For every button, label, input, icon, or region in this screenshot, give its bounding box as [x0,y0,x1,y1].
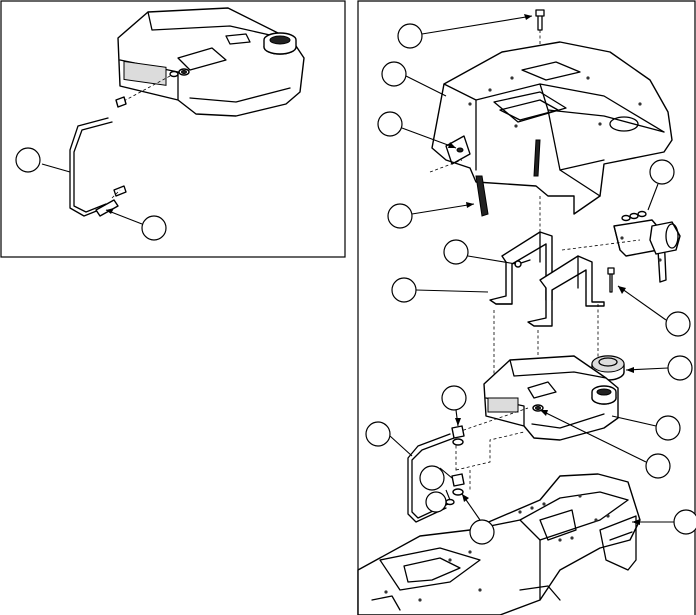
chassis-frame [357,473,641,615]
side-bolt [607,267,615,293]
callout-m3 [377,111,457,149]
main-exploded-view [357,0,696,615]
callout-m6 [391,277,489,303]
callout-m10 [611,415,681,441]
detail-inset-frame [0,0,346,258]
callout-m4 [387,202,475,229]
callout-m15 [419,465,453,491]
callout-m2 [381,61,447,97]
detail-fuel-tank [117,7,305,117]
callout-m9 [625,355,693,381]
support-bracket-right [527,255,605,327]
hose-fitting-upper [451,425,465,446]
callout-m1 [397,14,533,49]
callout-m11 [539,409,671,479]
callout-m14 [365,421,413,457]
detail-inset [0,0,346,258]
bracket-screw [514,259,531,268]
main-frame [357,0,696,615]
support-bracket-left [489,231,553,305]
callout-m7 [647,159,675,211]
callout-m12 [632,509,696,535]
callout-m13 [441,385,467,427]
hose-fitting-lower [445,473,465,506]
decal-strip [475,175,489,217]
callout-d2 [105,208,167,241]
hood-panel [431,41,673,215]
callout-m5 [443,239,517,265]
gauge-bracket [613,210,681,283]
main-fuel-line [407,407,529,523]
callout-m17 [461,493,495,545]
callout-m16 [425,489,451,513]
main-fuel-tank [483,355,619,441]
callout-m8 [617,285,691,337]
callout-d1 [15,147,71,173]
detail-fuel-line [69,75,171,217]
